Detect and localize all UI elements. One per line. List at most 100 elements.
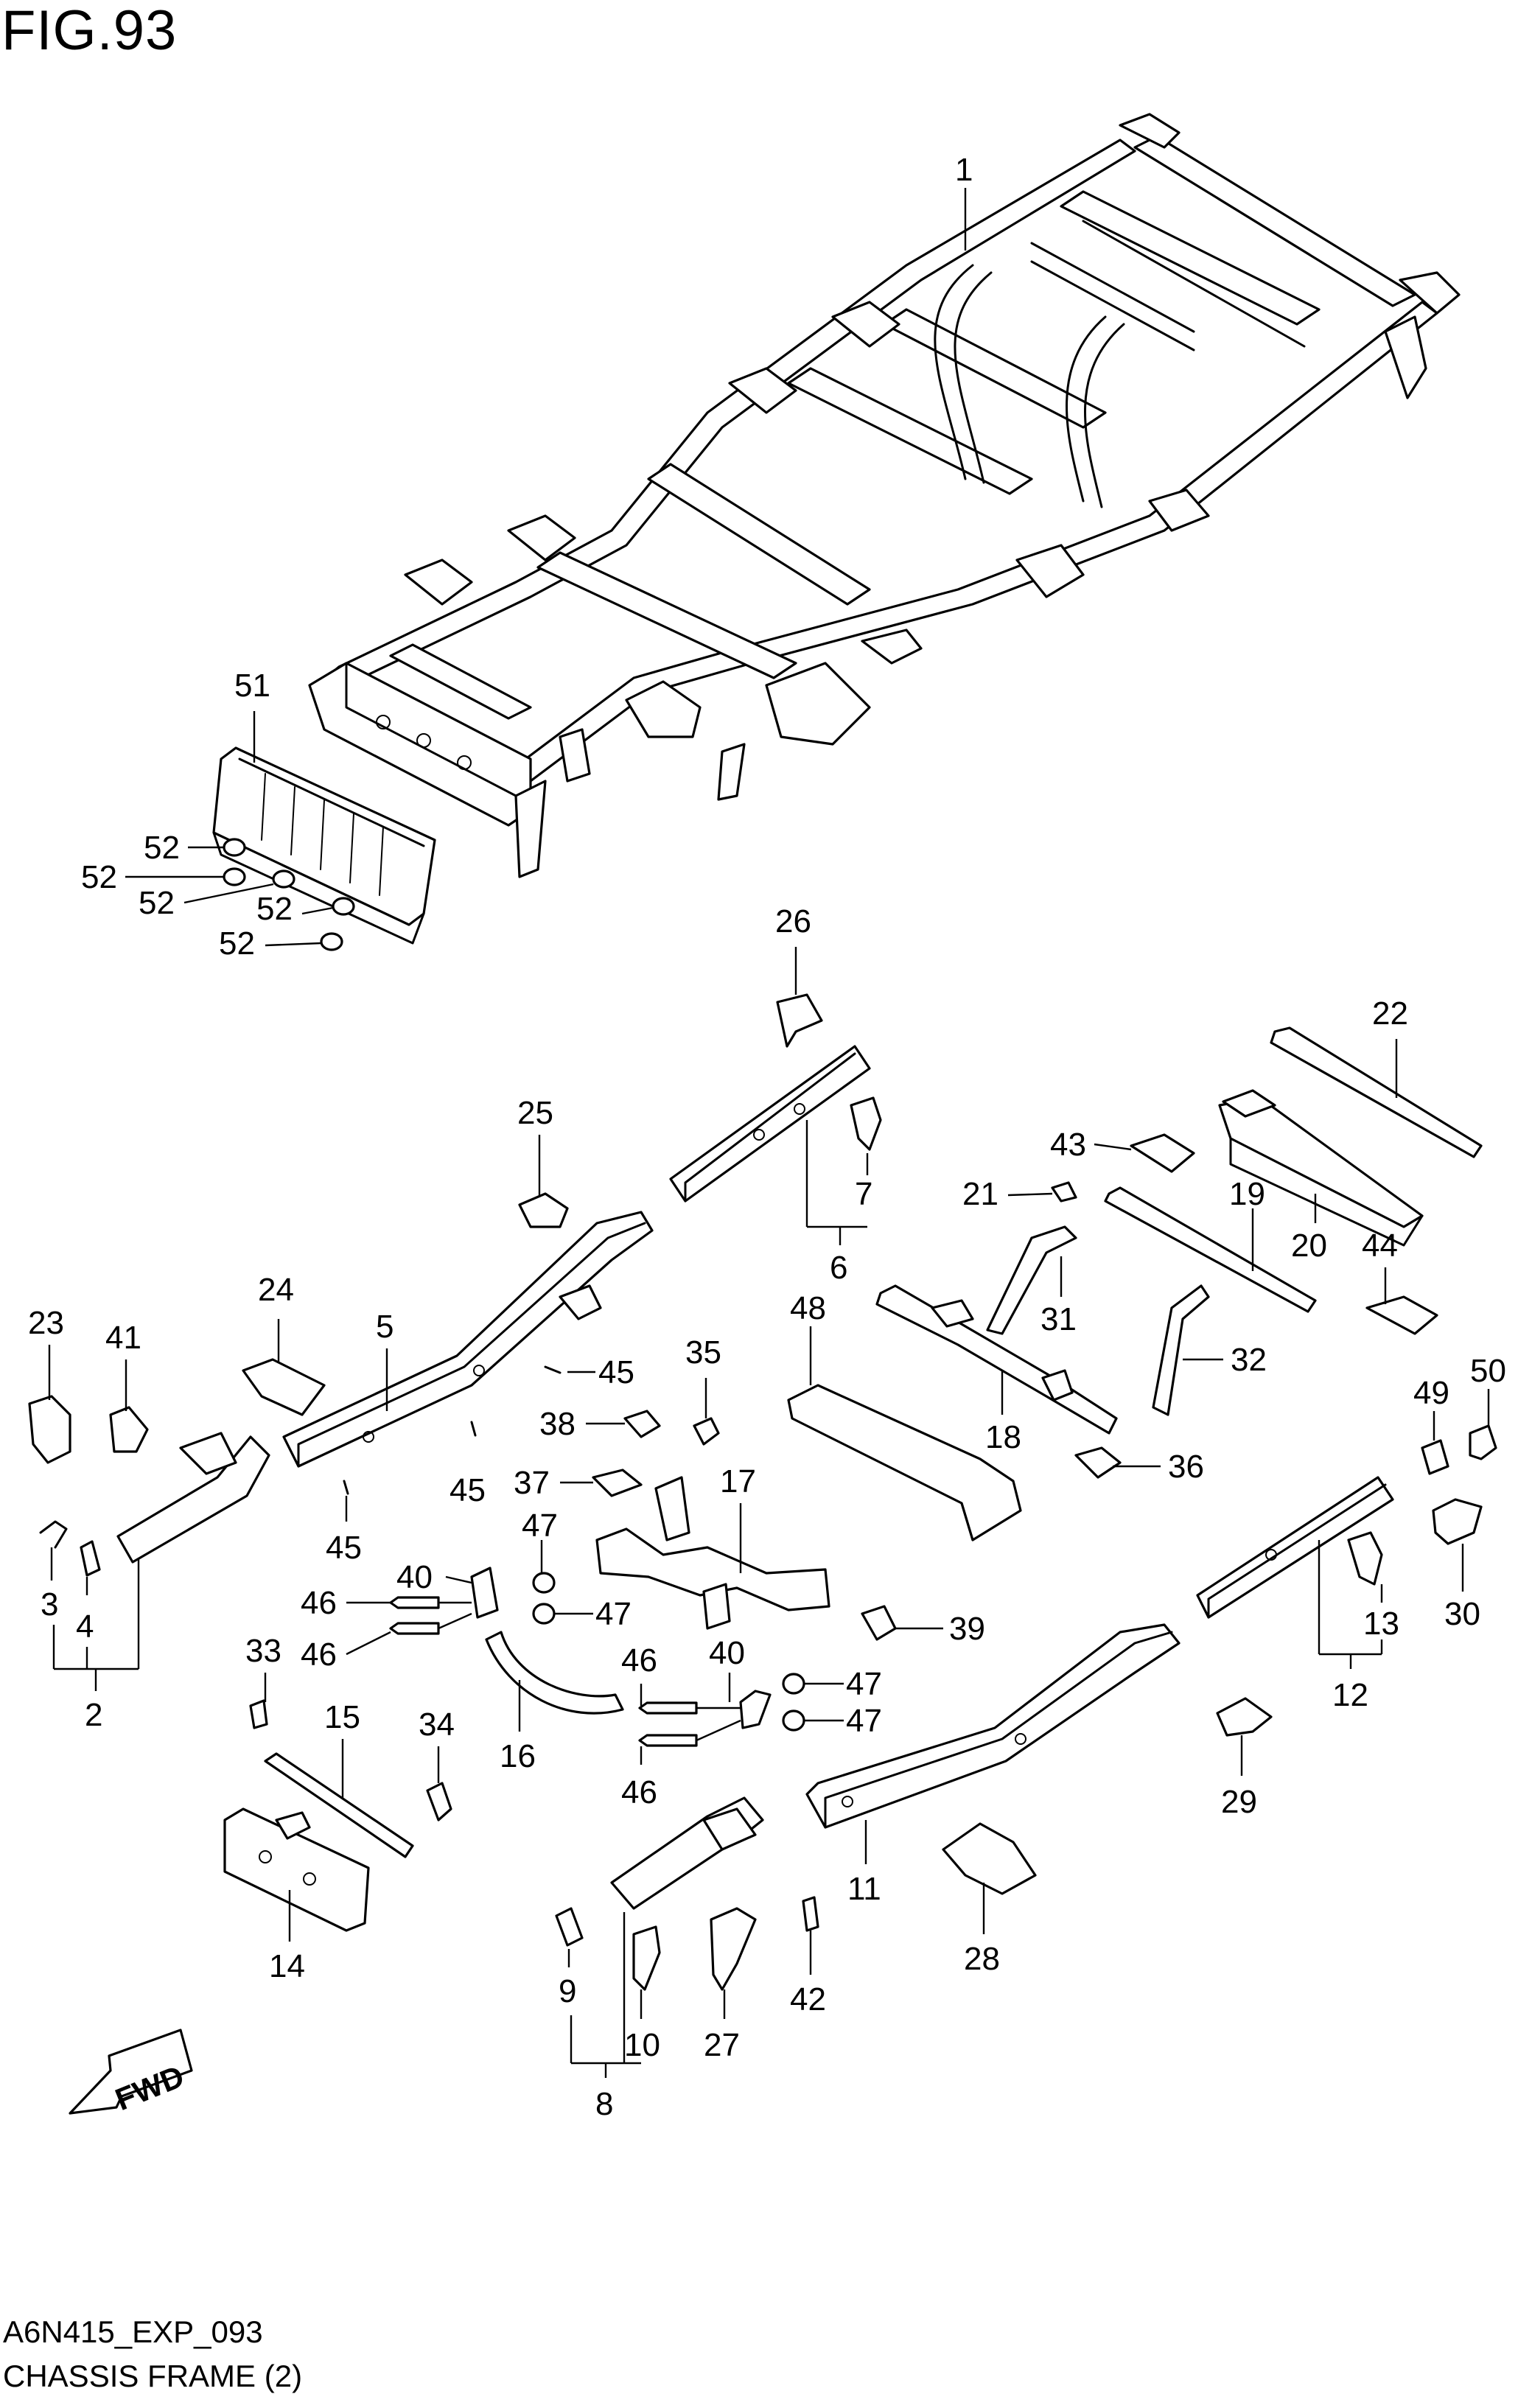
- callout-13: 13: [1363, 1606, 1399, 1642]
- callout-42: 42: [790, 1981, 826, 2017]
- callout-9: 9: [559, 1973, 576, 2009]
- figure-caption: CHASSIS FRAME (2): [3, 2359, 303, 2393]
- part-50-plate: [1469, 1424, 1497, 1460]
- callout-52-e: 52: [219, 925, 255, 962]
- callout-14: 14: [269, 1948, 305, 1984]
- callout-2: 2: [85, 1697, 102, 1733]
- part-4-block: [80, 1540, 101, 1577]
- part-21-clip: [1051, 1181, 1077, 1203]
- part-27-bracket: [710, 1907, 757, 1991]
- part-36-bracket: [1074, 1446, 1122, 1479]
- part-18-tube: [875, 1284, 1118, 1435]
- part-45-clip-b: [470, 1421, 477, 1437]
- callout-36: 36: [1168, 1449, 1204, 1485]
- part-37-bracket: [592, 1469, 643, 1497]
- part-38-bracket: [623, 1410, 661, 1438]
- callout-21: 21: [962, 1176, 998, 1212]
- part-10-bracket: [632, 1925, 661, 1991]
- part-52-clips: [223, 838, 355, 951]
- part-25-bracket: [518, 1192, 569, 1228]
- part-11-frame-rail: [805, 1623, 1181, 1829]
- part-39-bracket: [861, 1605, 897, 1641]
- part-45-clip-c: [343, 1480, 349, 1495]
- callout-40-b: 40: [709, 1635, 745, 1671]
- part-13-bracket: [1347, 1531, 1383, 1586]
- callout-17: 17: [720, 1463, 756, 1499]
- callout-30: 30: [1444, 1596, 1480, 1632]
- callout-44: 44: [1362, 1228, 1398, 1264]
- part-45-clip-a: [544, 1365, 562, 1374]
- callout-45-b: 45: [450, 1472, 486, 1508]
- part-30-bracket: [1432, 1498, 1483, 1545]
- part-42-bracket: [802, 1896, 819, 1932]
- part-28-cover: [942, 1822, 1037, 1895]
- callout-40-a: 40: [396, 1559, 433, 1595]
- callout-45-a: 45: [598, 1354, 634, 1390]
- part-41-bracket: [109, 1406, 149, 1453]
- callout-12: 12: [1332, 1677, 1368, 1713]
- part-5-frame-rail: [282, 1211, 654, 1468]
- part-35-bracket: [693, 1417, 720, 1446]
- callout-46-c: 46: [621, 1642, 657, 1679]
- callout-28: 28: [964, 1941, 1000, 1977]
- callout-1: 1: [955, 152, 973, 188]
- callout-47-a: 47: [522, 1508, 558, 1544]
- callout-10: 10: [624, 2027, 660, 2063]
- part-31-bracket: [986, 1225, 1077, 1335]
- callout-34: 34: [419, 1707, 455, 1743]
- callout-35: 35: [685, 1334, 721, 1371]
- part-26-bracket: [776, 993, 823, 1048]
- callout-43: 43: [1050, 1127, 1086, 1163]
- fwd-arrow-icon: FWD: [69, 2029, 193, 2117]
- callout-25: 25: [517, 1095, 553, 1131]
- part-23-bracket: [28, 1395, 71, 1464]
- callout-47-c: 47: [846, 1666, 882, 1702]
- callout-5: 5: [376, 1309, 394, 1345]
- part-2-frame-front: [116, 1432, 270, 1564]
- callout-38: 38: [539, 1406, 576, 1442]
- callout-31: 31: [1040, 1301, 1077, 1337]
- callout-45-c: 45: [326, 1530, 362, 1566]
- part-40-bracket-a: [470, 1567, 499, 1619]
- figure-code: A6N415_EXP_093: [3, 2314, 263, 2349]
- callout-15: 15: [324, 1699, 360, 1735]
- callout-33: 33: [245, 1633, 281, 1669]
- part-40-bracket-b: [739, 1690, 772, 1729]
- callout-52-b: 52: [81, 859, 117, 895]
- part-43-plate: [1130, 1133, 1195, 1173]
- part-19-tube: [1104, 1186, 1317, 1313]
- part-33-clip: [249, 1699, 268, 1729]
- part-32-bracket: [1152, 1284, 1210, 1416]
- callout-18: 18: [985, 1419, 1021, 1455]
- callout-22: 22: [1372, 995, 1408, 1032]
- callout-8: 8: [595, 2086, 613, 2122]
- part-51-skid-plate: [212, 746, 436, 945]
- callout-51: 51: [234, 668, 270, 704]
- callout-46-a: 46: [301, 1585, 337, 1621]
- callout-46-b: 46: [301, 1637, 337, 1673]
- part-44-bracket: [1365, 1295, 1438, 1335]
- callout-20: 20: [1291, 1228, 1327, 1264]
- callout-7: 7: [855, 1176, 872, 1212]
- part-34-bracket: [426, 1782, 452, 1821]
- part-14-bracket-assembly: [223, 1807, 370, 1932]
- callout-26: 26: [775, 903, 811, 939]
- callout-24: 24: [258, 1272, 294, 1308]
- callout-6: 6: [830, 1250, 847, 1286]
- part-48-cross-member: [787, 1384, 1022, 1541]
- callout-29: 29: [1221, 1784, 1257, 1820]
- part-7-bracket: [850, 1096, 882, 1151]
- callout-41: 41: [105, 1320, 141, 1356]
- part-6-frame-rail: [669, 1045, 871, 1203]
- callout-27: 27: [704, 2027, 740, 2063]
- callout-37: 37: [514, 1465, 550, 1501]
- part-15-tube: [264, 1752, 414, 1858]
- part-20-cross-member: [1218, 1089, 1424, 1247]
- part-49-plate: [1421, 1439, 1449, 1475]
- callout-19: 19: [1229, 1176, 1265, 1212]
- callout-50: 50: [1470, 1353, 1506, 1389]
- callout-49: 49: [1413, 1375, 1449, 1411]
- callout-48: 48: [790, 1290, 826, 1326]
- callout-47-d: 47: [846, 1703, 882, 1739]
